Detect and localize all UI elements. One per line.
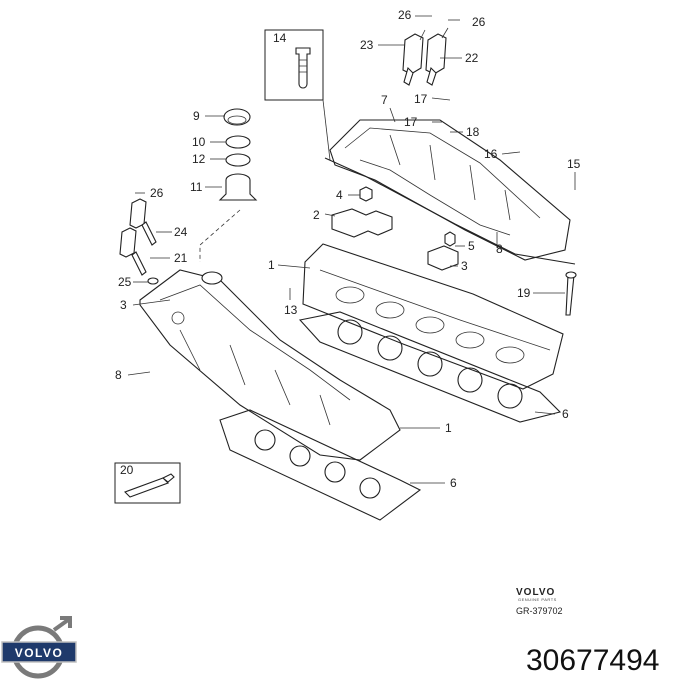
callout-16: 16 (484, 147, 498, 161)
callout-17: 17 (414, 92, 428, 106)
callout-1: 1 (445, 421, 452, 435)
callout-1: 1 (268, 258, 275, 272)
cylinder-head-right (302, 243, 564, 390)
callout-3: 3 (461, 259, 468, 273)
valve-cover-right (324, 119, 576, 265)
callout-7: 7 (381, 93, 388, 107)
callout-11: 11 (190, 180, 203, 194)
genuine-parts-badge: VOLVO GENUINE PARTS GR-379702 (516, 587, 563, 616)
callout-23: 23 (360, 38, 374, 52)
callout-6: 6 (562, 407, 569, 421)
callout-8: 8 (115, 368, 122, 382)
callout-labels: 26 26 23 22 14 7 17 17 18 16 15 9 10 12 … (115, 8, 581, 490)
head-gasket-right (298, 311, 562, 423)
callout-12: 12 (192, 152, 206, 166)
brand-logo: VOLVO (1, 616, 77, 679)
callout-26: 26 (472, 15, 486, 29)
callout-14: 14 (273, 31, 287, 45)
logo-wordmark: VOLVO (15, 646, 64, 660)
leader-lines (127, 15, 576, 484)
callout-8: 8 (496, 242, 503, 256)
cam-bearing-caps (331, 186, 459, 271)
head-gasket-left (219, 409, 422, 521)
bolt-19 (565, 271, 577, 316)
callout-15: 15 (567, 157, 581, 171)
callout-9: 9 (193, 109, 200, 123)
callout-3: 3 (120, 298, 127, 312)
callout-21: 21 (174, 251, 188, 265)
callout-6: 6 (450, 476, 457, 490)
ignition-coils-left (119, 198, 159, 285)
callout-22: 22 (465, 51, 479, 65)
part-number: 30677494 (526, 644, 660, 677)
callout-4: 4 (336, 188, 343, 202)
callout-25: 25 (118, 275, 132, 289)
callout-19: 19 (517, 286, 531, 300)
valve-cover-left (139, 269, 401, 461)
badge-tagline: GENUINE PARTS (518, 597, 557, 602)
reference-code: GR-379702 (516, 606, 563, 616)
callout-26: 26 (150, 186, 164, 200)
dashed-guides (199, 209, 241, 262)
inset-box-14 (264, 29, 331, 161)
badge-brand: VOLVO (516, 587, 555, 598)
callout-20: 20 (120, 463, 134, 477)
oil-filler-cap-stack (218, 108, 258, 201)
callout-26: 26 (398, 8, 412, 22)
callout-24: 24 (174, 225, 188, 239)
inset-box-20 (114, 462, 181, 504)
callout-13: 13 (284, 303, 298, 317)
callout-17: 17 (404, 115, 418, 129)
callout-5: 5 (468, 239, 475, 253)
ignition-coils-upper (402, 27, 449, 86)
callout-2: 2 (313, 208, 320, 222)
callout-18: 18 (466, 125, 480, 139)
callout-10: 10 (192, 135, 206, 149)
